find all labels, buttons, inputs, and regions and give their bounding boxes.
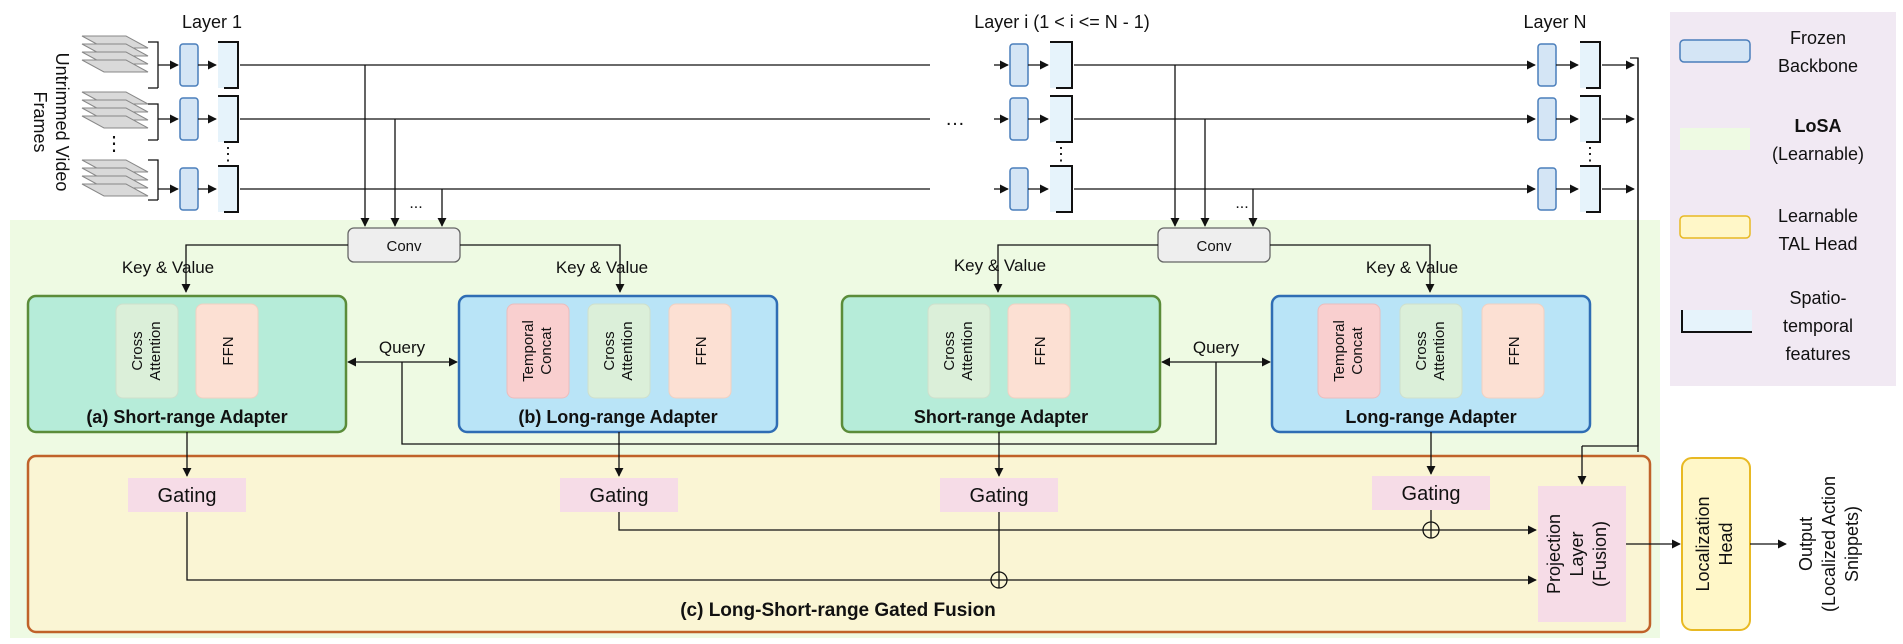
gating-box-3 [940, 478, 1058, 512]
legend-losa-label-1: LoSA [1795, 116, 1842, 136]
cross-attention-module-a [115, 303, 179, 399]
temporal-concat-label-d-2: Concat [1349, 326, 1366, 374]
ffn-module-b [668, 303, 732, 399]
layer-1-label: Layer 1 [182, 12, 242, 32]
layer1-vertical-ellipsis: ⋮ [219, 144, 237, 164]
cross-attention-label-c-2: Attention [959, 321, 976, 380]
key-value-label-2: Key & Value [556, 258, 648, 277]
cross-attention-label-b-2: Attention [619, 321, 636, 380]
frame-stack-bottom [81, 159, 149, 197]
localization-label-2: Head [1716, 522, 1736, 565]
gating-label-1: Gating [158, 485, 217, 507]
query-label-right: Query [1193, 338, 1240, 357]
cross-attention-module-b [587, 303, 651, 399]
legend-losa-label-2: (Learnable) [1772, 144, 1864, 164]
legend-frozen-label-1: Frozen [1790, 28, 1846, 48]
gating-box-2 [560, 478, 678, 512]
layer-i-label: Layer i (1 < i <= N - 1) [974, 12, 1150, 32]
conv-label-left: Conv [386, 238, 422, 255]
key-value-label-1: Key & Value [122, 258, 214, 277]
projection-label-2: Layer [1567, 531, 1587, 576]
row-horizontal-ellipsis: … [945, 108, 965, 130]
legend-tal-label-1: Learnable [1778, 206, 1858, 226]
gating-label-2: Gating [590, 485, 649, 507]
layer-i-blocks [1009, 41, 1073, 213]
localization-label-1: Localization [1693, 496, 1713, 591]
ffn-module-a [195, 303, 259, 399]
layer-n-label: Layer N [1523, 12, 1586, 32]
gating-box-4 [1372, 476, 1490, 510]
legend-losa-swatch [1680, 128, 1750, 150]
output-label-3: Snippets) [1842, 506, 1862, 582]
legend-tal-label-2: TAL Head [1778, 234, 1857, 254]
ffn-label-d: FFN [1506, 336, 1523, 365]
temporal-concat-label-d-1: Temporal [1331, 320, 1348, 382]
input-label-line1: Untrimmed Video [52, 53, 72, 192]
output-label-2: (Localized Action [1819, 476, 1839, 612]
feature-flow-lines [240, 64, 930, 190]
conv-inputs-ellipsis-right: ... [1235, 195, 1248, 212]
cross-attention-label-a-1: Cross [129, 331, 146, 370]
legend-feature-swatch [1680, 310, 1752, 333]
legend-feature-label-2: temporal [1783, 316, 1853, 336]
ffn-label-c: FFN [1032, 336, 1049, 365]
conv-label-right: Conv [1196, 238, 1232, 255]
cross-attention-label-d-2: Attention [1431, 321, 1448, 380]
layer-i-vertical-ellipsis: ⋮ [1052, 144, 1070, 164]
adapter-title-a: (a) Short-range Adapter [86, 407, 287, 427]
conv-inputs-ellipsis-left: ... [409, 195, 422, 212]
key-value-label-4: Key & Value [1366, 258, 1458, 277]
ffn-module-d [1481, 303, 1545, 399]
fusion-title: (c) Long-Short-range Gated Fusion [680, 600, 996, 621]
ffn-label-b: FFN [693, 336, 710, 365]
legend-frozen-swatch [1679, 39, 1751, 63]
cross-attention-module-c [927, 303, 991, 399]
legend-frozen-label-2: Backbone [1778, 56, 1858, 76]
gating-label-4: Gating [1402, 483, 1461, 505]
temporal-concat-label-b-1: Temporal [520, 320, 537, 382]
projection-layer [1538, 486, 1626, 622]
layer1-blocks [179, 41, 239, 213]
gating-box-1 [128, 478, 246, 512]
sum-node-1 [1422, 521, 1440, 539]
layer-n-blocks [1537, 41, 1601, 213]
projection-label-3: (Fusion) [1590, 521, 1610, 587]
input-bracket-lines [148, 41, 159, 201]
frame-stack-top [81, 35, 149, 73]
temporal-concat-module-b [506, 303, 570, 399]
temporal-concat-label-b-2: Concat [538, 326, 555, 374]
sum-node-2 [990, 571, 1008, 589]
input-label-line2: Frames [30, 91, 50, 152]
adapter-title-b: (b) Long-range Adapter [518, 407, 717, 427]
legend-feature-label-1: Spatio- [1789, 288, 1846, 308]
legend-tal-swatch [1679, 215, 1751, 239]
gating-label-3: Gating [970, 485, 1029, 507]
cross-attention-label-b-1: Cross [601, 331, 618, 370]
projection-label-1: Projection [1544, 514, 1564, 594]
legend-feature-label-3: features [1785, 344, 1850, 364]
output-label-1: Output [1796, 517, 1816, 571]
cross-attention-label-c-1: Cross [941, 331, 958, 370]
frames-vertical-ellipsis: ⋮ [104, 133, 124, 155]
ffn-label-a: FFN [220, 336, 237, 365]
cross-attention-module-d [1399, 303, 1463, 399]
cross-attention-label-a-2: Attention [147, 321, 164, 380]
cross-attention-label-d-1: Cross [1413, 331, 1430, 370]
adapter-title-short: Short-range Adapter [914, 407, 1088, 427]
key-value-label-3: Key & Value [954, 256, 1046, 275]
short-range-adapter [840, 294, 1162, 434]
ffn-module-c [1007, 303, 1071, 399]
temporal-concat-module-d [1317, 303, 1381, 399]
query-label-left: Query [379, 338, 426, 357]
frame-stack-middle [81, 91, 149, 129]
layer-n-vertical-ellipsis: ⋮ [1581, 144, 1599, 164]
adapter-title-long: Long-range Adapter [1345, 407, 1516, 427]
